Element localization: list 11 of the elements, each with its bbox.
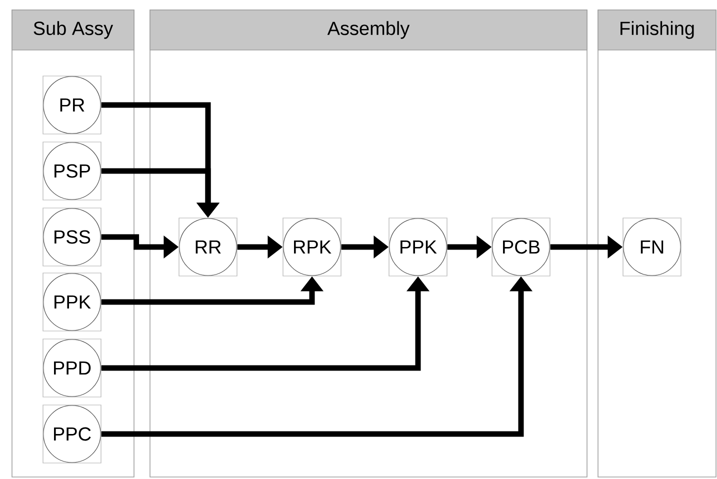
process-node: PPC bbox=[42, 404, 102, 464]
process-node: PCB bbox=[492, 218, 550, 276]
process-node: PPD bbox=[42, 338, 102, 398]
process-node: PSS bbox=[42, 208, 102, 266]
process-node: RPK bbox=[282, 218, 342, 276]
process-node: PPK bbox=[388, 218, 448, 276]
process-node: PPK bbox=[42, 272, 102, 332]
process-node: FN bbox=[622, 218, 682, 276]
process-node: PSP bbox=[42, 142, 102, 200]
process-node: RR bbox=[178, 218, 238, 276]
process-node: PR bbox=[42, 76, 102, 134]
